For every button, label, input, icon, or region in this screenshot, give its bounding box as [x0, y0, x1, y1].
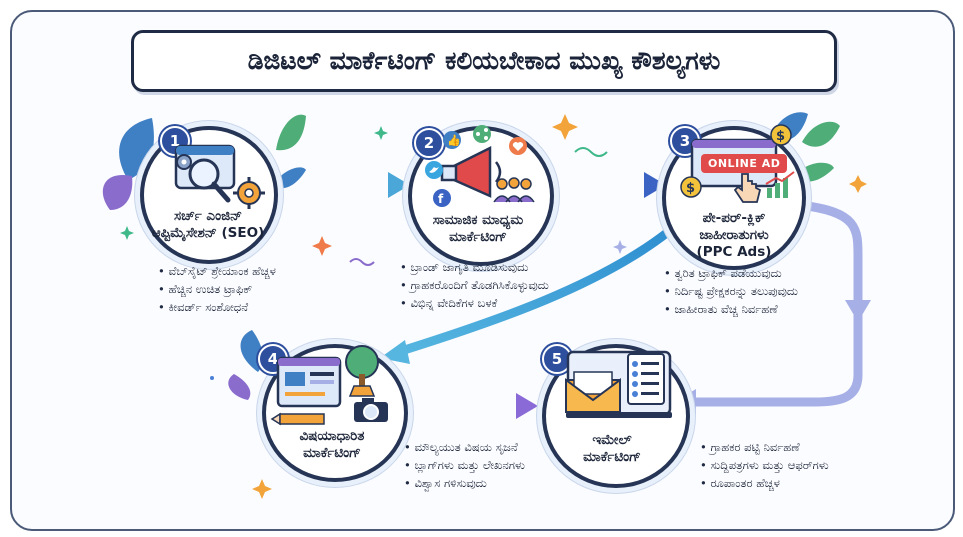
leaf-decorations: [102, 112, 840, 400]
step-4-title-line-2: ಮಾರ್ಕೆಟಿಂಗ್: [303, 445, 361, 461]
tree-icon: [345, 345, 379, 397]
list-item: ಮೌಲ್ಯಯುತ ವಿಷಯ ಸೃಜನೆ: [404, 438, 525, 456]
step-2-bullets: ಬ್ರಾಂಡ್ ಜಾಗೃತಿ ಮೂಡಿಸುವುದು ಗ್ರಾಹಕರೊಂದಿಗೆ …: [400, 258, 549, 312]
heart-icon: [509, 137, 527, 155]
share-icon: [473, 125, 491, 143]
step-4-bullets: ಮೌಲ್ಯಯುತ ವಿಷಯ ಸೃಜನೆ ಬ್ಲಾಗ್‌ಗಳು ಮತ್ತು ಲೇಖ…: [404, 438, 525, 492]
like-icon: 👍: [443, 131, 461, 149]
step-3-title: ಪೇ-ಪರ್-ಕ್ಲಿಕ್ ಜಾಹೀರಾತುಗಳು (PPC Ads): [654, 210, 814, 261]
step-3-title-line-3: (PPC Ads): [696, 244, 772, 260]
step-5-bullets: ಗ್ರಾಹಕರ ಪಟ್ಟಿ ನಿರ್ವಹಣೆ ಸುದ್ದಿಪತ್ರಗಳು ಮತ್…: [700, 438, 829, 492]
step-2-badge: 2: [414, 128, 444, 158]
step-3-title-line-1: ಪೇ-ಪರ್-ಕ್ಲಿಕ್: [702, 210, 766, 226]
list-item: ವೆಬ್‌ಸೈಟ್ ಶ್ರೇಯಾಂಕ ಹೆಚ್ಚಳ: [158, 262, 275, 280]
step-5-title-line-2: ಮಾರ್ಕೆಟಿಂಗ್: [583, 449, 641, 465]
list-item: ವಿಶ್ವಾಸ ಗಳಿಸುವುದು: [404, 474, 525, 492]
growth-chart-icon: [765, 171, 795, 198]
list-item: ಜಾಹೀರಾತು ವೆಚ್ಚ ನಿರ್ವಹಣೆ: [664, 300, 798, 318]
gear-icon: [233, 177, 265, 209]
step-1-title-line-2: ಆಪ್ಟಿಮೈಸೇಶನ್ (SEO): [151, 225, 265, 241]
list-item: ವಿಭಿನ್ನ ವೇದಿಕೆಗಳ ಬಳಕೆ: [400, 294, 549, 312]
list-item: ಕೀವರ್ಡ್ ಸಂಶೋಧನೆ: [158, 298, 276, 316]
step-3-title-line-2: ಜಾಹೀರಾತುಗಳು: [699, 227, 769, 243]
list-item: ಹೆಚ್ಚಿನ ಉಚಿತ ಟ್ರಾಫಿಕ್: [158, 280, 276, 298]
step-2-title-line-1: ಸಾಮಾಜಿಕ ಮಾಧ್ಯಮ: [432, 212, 524, 228]
megaphone-icon: [440, 145, 502, 198]
list-icon: [627, 353, 665, 405]
title-banner: ಡಿಜಿಟಲ್ ಮಾರ್ಕೆಟಿಂಗ್ ಕಲಿಯಬೇಕಾದ ಮುಖ್ಯ ಕೌಶಲ…: [131, 30, 837, 92]
list-item: ರೂಪಾಂತರ ಹೆಚ್ಚಳ: [700, 474, 829, 492]
svg-text:f: f: [438, 192, 444, 206]
facebook-icon: f: [433, 189, 451, 207]
arrow-4-to-5-head: [516, 393, 538, 419]
arrow-2-to-3-head: [644, 172, 666, 198]
arrow-3-to-5: [687, 200, 863, 407]
online-ad-label: ONLINE AD: [701, 154, 788, 173]
step-1-title: ಸರ್ಚ್ ಎಂಜಿನ್ ಆಪ್ಟಿಮೈಸೇಶನ್ (SEO): [128, 208, 288, 242]
list-item: ತ್ವರಿತ ಟ್ರಾಫಿಕ್ ಪಡೆಯುವುದು: [664, 264, 798, 282]
dollar-coin-icon: $: [680, 176, 702, 198]
svg-text:$: $: [686, 181, 695, 196]
step-2-title: ಸಾಮಾಜಿಕ ಮಾಧ್ಯಮ ಮಾರ್ಕೆಟಿಂಗ್: [398, 212, 558, 246]
envelope-icon: [565, 371, 621, 413]
cursor-hand-icon: [733, 173, 762, 203]
arrow-3-to-5-head: [845, 300, 871, 322]
list-item: ಗ್ರಾಹಕರ ಪಟ್ಟಿ ನಿರ್ವಹಣೆ: [700, 438, 829, 456]
arrow-3-to-4-head: [380, 340, 410, 364]
list-item: ನಿರ್ದಿಷ್ಟ ಪ್ರೇಕ್ಷಕರನ್ನು ತಲುಪುವುದು: [664, 282, 798, 300]
step-1-bullets: ವೆಬ್‌ಸೈಟ್ ಶ್ರೇಯಾಂಕ ಹೆಚ್ಚಳ ಹೆಚ್ಚಿನ ಉಚಿತ ಟ…: [158, 262, 276, 316]
list-item: ಗ್ರಾಹಕರೊಂದಿಗೆ ತೊಡಗಿಸಿಕೊಳ್ಳುವುದು: [400, 276, 548, 294]
arrow-1-to-2-head: [388, 172, 410, 198]
step-4-title-line-1: ವಿಷಯಾಧಾರಿತ: [299, 428, 365, 444]
people-icon: [493, 177, 535, 203]
camera-icon: [354, 398, 388, 422]
step-1-title-line-1: ಸರ್ಚ್ ಎಂಜಿನ್: [173, 208, 243, 224]
magnifier-icon: [174, 144, 236, 203]
svg-text:$: $: [776, 129, 785, 144]
list-item: ಸುದ್ದಿಪತ್ರಗಳು ಮತ್ತು ಆಫರ್‌ಗಳು: [700, 456, 828, 474]
step-4-title: ವಿಷಯಾಧಾರಿತ ಮಾರ್ಕೆಟಿಂಗ್: [252, 428, 412, 462]
svg-text:👍: 👍: [447, 134, 461, 147]
twitter-icon: [425, 161, 443, 179]
step-3-bullets: ತ್ವರಿತ ಟ್ರಾಫಿಕ್ ಪಡೆಯುವುದು ನಿರ್ದಿಷ್ಟ ಪ್ರೇ…: [664, 264, 798, 318]
step-2-title-line-2: ಮಾರ್ಕೆಟಿಂಗ್: [449, 229, 507, 245]
page-title: ಡಿಜಿಟಲ್ ಮಾರ್ಕೆಟಿಂಗ್ ಕಲಿಯಬೇಕಾದ ಮುಖ್ಯ ಕೌಶಲ…: [247, 46, 721, 75]
dollar-coin-icon: $: [770, 124, 792, 146]
pencil-icon: [270, 412, 325, 426]
list-item: ಬ್ಲಾಗ್‌ಗಳು ಮತ್ತು ಲೇಖನಗಳು: [404, 456, 524, 474]
step-5-title: ಇಮೇಲ್ ಮಾರ್ಕೆಟಿಂಗ್: [532, 432, 692, 466]
document-icon: [276, 356, 342, 408]
small-gear-icon: [176, 154, 192, 170]
list-item: ಬ್ರಾಂಡ್ ಜಾಗೃತಿ ಮೂಡಿಸುವುದು: [400, 258, 549, 276]
step-5-title-line-1: ಇಮೇಲ್: [592, 432, 632, 448]
